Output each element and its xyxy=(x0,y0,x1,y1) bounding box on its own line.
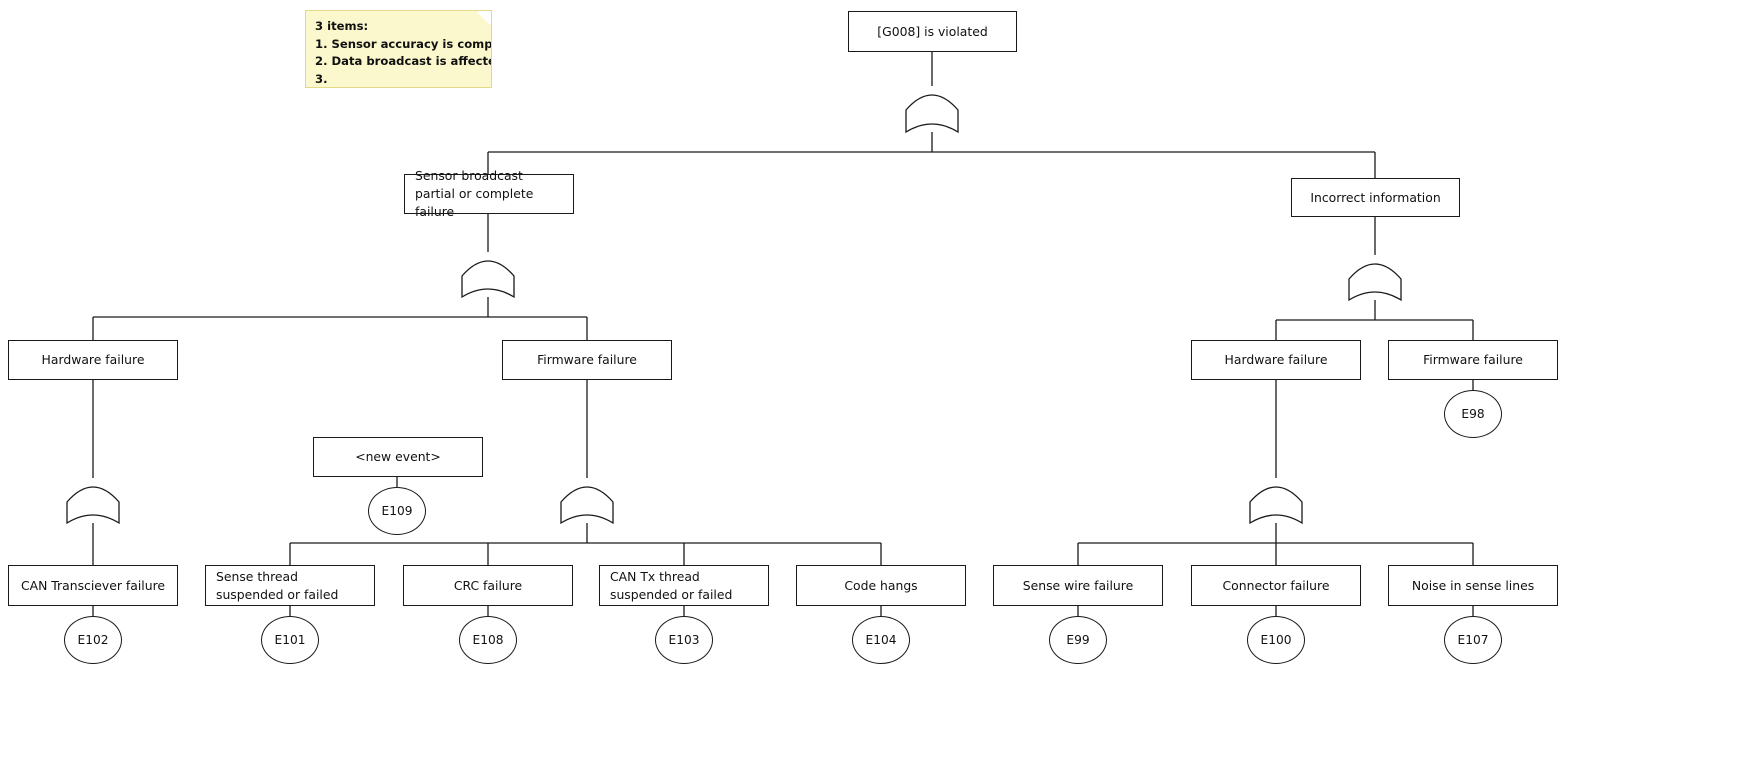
node-label: Code hangs xyxy=(844,577,918,593)
or-gate-sensor-broadcast xyxy=(461,260,515,299)
node-label: Firmware failure xyxy=(537,352,637,367)
node-label: Sense wire failure xyxy=(1022,577,1134,593)
event-id: E102 xyxy=(77,633,109,647)
or-gate-hardware-left xyxy=(66,486,120,525)
event-e108[interactable]: E108 xyxy=(459,616,517,664)
node-crc-failure[interactable]: CRC failure xyxy=(403,565,573,606)
event-e107[interactable]: E107 xyxy=(1444,616,1502,664)
or-gate-hardware-right xyxy=(1249,486,1303,525)
event-id: E107 xyxy=(1457,633,1489,647)
node-label: CAN Transciever failure xyxy=(20,577,166,593)
event-e101[interactable]: E101 xyxy=(261,616,319,664)
event-e99[interactable]: E99 xyxy=(1049,616,1107,664)
node-label: Connector failure xyxy=(1222,577,1330,593)
node-firmware-failure-right[interactable]: Firmware failure xyxy=(1388,340,1558,380)
node-label: CAN Tx thread suspended or failed xyxy=(610,568,733,602)
node-can-tx-thread-suspended[interactable]: CAN Tx thread suspended or failed xyxy=(599,565,769,606)
note-item-2: 2. Data broadcast is affected xyxy=(315,54,492,69)
note-header: 3 items: xyxy=(315,19,369,33)
node-hardware-failure-right[interactable]: Hardware failure xyxy=(1191,340,1361,380)
node-noise-in-sense-lines[interactable]: Noise in sense lines xyxy=(1388,565,1558,606)
note-item-1: 1. Sensor accuracy is compromised xyxy=(315,36,492,51)
event-e102[interactable]: E102 xyxy=(64,616,122,664)
node-label: [G008] is violated xyxy=(877,23,988,39)
node-label: <new event> xyxy=(355,449,441,464)
or-gate-incorrect-info xyxy=(1348,263,1402,302)
node-label: Hardware failure xyxy=(41,352,145,367)
note-item-3: 3. xyxy=(315,71,328,86)
node-new-event[interactable]: <new event> xyxy=(313,437,483,477)
node-root-g008[interactable]: [G008] is violated xyxy=(848,11,1017,52)
event-id: E100 xyxy=(1260,633,1292,647)
event-id: E104 xyxy=(865,633,897,647)
node-sense-thread-suspended[interactable]: Sense thread suspended or failed xyxy=(205,565,375,606)
event-id: E99 xyxy=(1066,633,1090,647)
node-can-transceiver-failure[interactable]: CAN Transciever failure xyxy=(8,565,178,606)
node-label: Sense thread suspended or failed xyxy=(216,568,339,602)
node-incorrect-information[interactable]: Incorrect information xyxy=(1291,178,1460,217)
node-sensor-broadcast-failure[interactable]: Sensor broadcast partial or complete fai… xyxy=(404,168,574,219)
event-id: E103 xyxy=(668,633,700,647)
node-label: Sensor broadcast partial or complete fai… xyxy=(415,168,534,219)
node-label: CRC failure xyxy=(453,577,523,593)
node-connector-failure[interactable]: Connector failure xyxy=(1191,565,1361,606)
node-hardware-failure-left[interactable]: Hardware failure xyxy=(8,340,178,380)
event-id: E101 xyxy=(274,633,306,647)
or-gate-firmware-left xyxy=(560,486,614,525)
event-e103[interactable]: E103 xyxy=(655,616,713,664)
event-e109[interactable]: E109 xyxy=(368,487,426,535)
sticky-note[interactable]: 3 items: 1. Sensor accuracy is compromis… xyxy=(305,10,492,88)
node-code-hangs[interactable]: Code hangs xyxy=(796,565,966,606)
node-label: Hardware failure xyxy=(1224,352,1328,367)
node-sense-wire-failure[interactable]: Sense wire failure xyxy=(993,565,1163,606)
event-e104[interactable]: E104 xyxy=(852,616,910,664)
or-gate-root xyxy=(905,94,959,134)
node-label: Firmware failure xyxy=(1423,352,1523,367)
event-id: E108 xyxy=(472,633,504,647)
event-id: E98 xyxy=(1461,407,1485,421)
event-e100[interactable]: E100 xyxy=(1247,616,1305,664)
node-firmware-failure-left[interactable]: Firmware failure xyxy=(502,340,672,380)
node-label: Noise in sense lines xyxy=(1411,577,1535,593)
event-id: E109 xyxy=(381,504,413,518)
event-e98[interactable]: E98 xyxy=(1444,390,1502,438)
node-label: Incorrect information xyxy=(1310,189,1441,205)
